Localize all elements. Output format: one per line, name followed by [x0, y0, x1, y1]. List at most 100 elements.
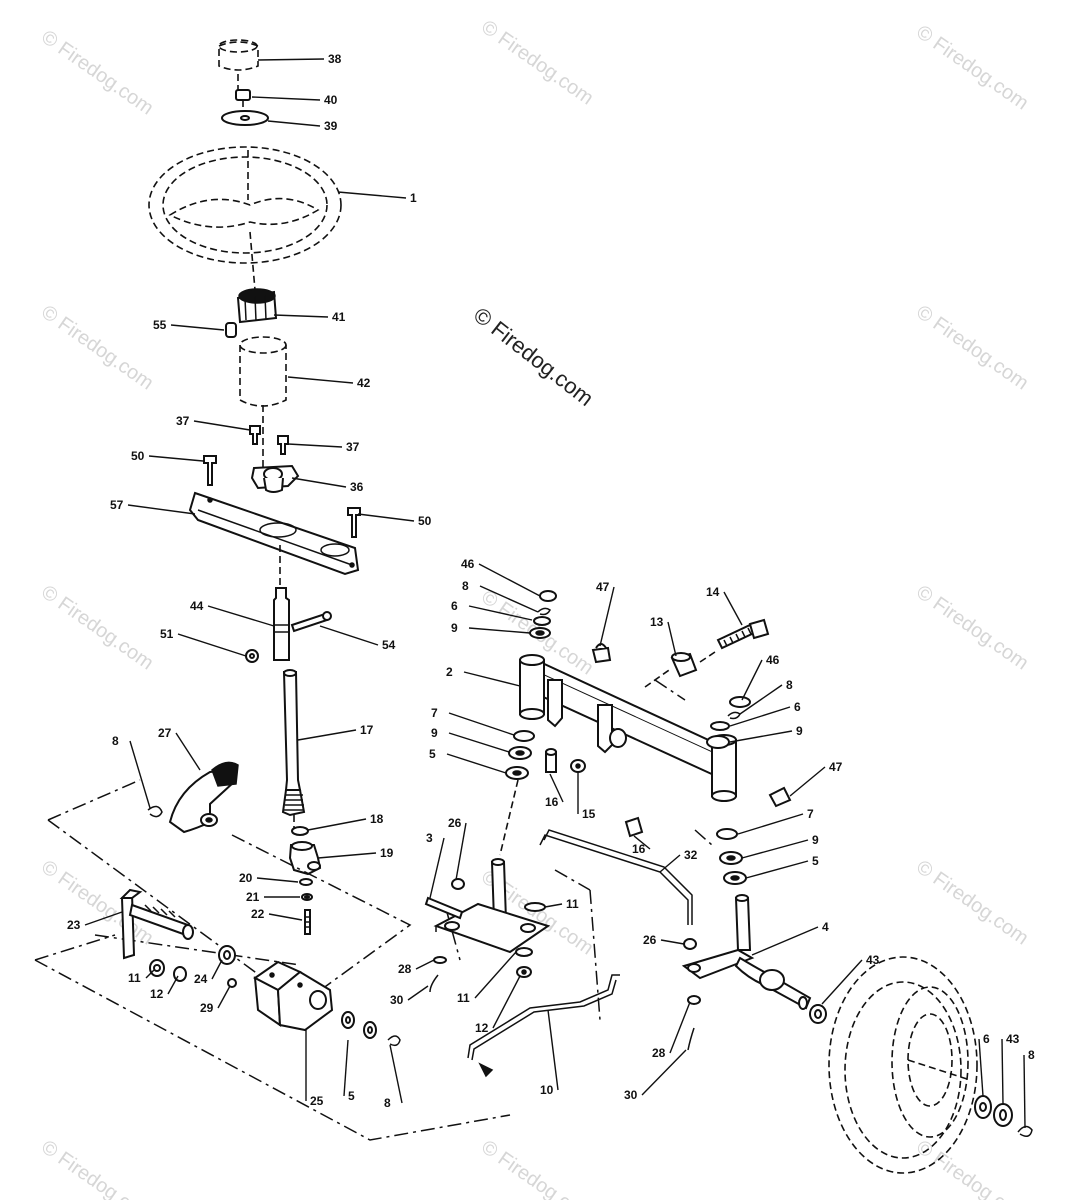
leader-line	[446, 753, 507, 774]
leader-line	[407, 985, 429, 1001]
leader-line	[319, 625, 379, 646]
watermark: © Firedog.com	[912, 581, 1032, 674]
callout-c6a: 6	[451, 599, 458, 613]
callout-c50b: 50	[418, 514, 432, 528]
leader-line	[789, 766, 826, 797]
callout-c4: 4	[822, 920, 829, 934]
callout-c40: 40	[324, 93, 338, 107]
leader-line	[307, 818, 367, 831]
leader-line	[273, 314, 329, 318]
leader-line	[479, 585, 539, 613]
leader-line	[148, 455, 204, 462]
callout-c46b: 46	[766, 653, 780, 667]
leader-line	[474, 951, 517, 999]
watermark: © Firedog.com	[912, 301, 1032, 394]
leader-line	[745, 860, 809, 879]
leader-line	[287, 443, 343, 448]
callout-c37b: 37	[346, 440, 360, 454]
watermark: © Firedog.com	[912, 1136, 1032, 1200]
drag-link	[467, 974, 620, 1078]
callout-c26b: 26	[643, 933, 657, 947]
front-wheel	[828, 956, 1033, 1174]
watermark: © Firedog.com	[37, 26, 157, 119]
leader-line	[193, 420, 251, 431]
callout-c8e: 8	[1028, 1048, 1035, 1062]
callout-c19: 19	[380, 846, 394, 860]
leader-line	[1001, 1038, 1004, 1105]
leader-line	[448, 732, 510, 753]
leader-line	[633, 835, 651, 850]
leader-line	[317, 852, 377, 859]
callout-c12b: 12	[475, 1021, 489, 1035]
left-spindle	[424, 858, 551, 993]
leader-line	[599, 586, 615, 647]
pivot-bar-assembly	[119, 888, 401, 1047]
leader-line	[549, 773, 564, 803]
leader-line	[544, 903, 563, 908]
callout-c8b: 8	[384, 1096, 391, 1110]
steering-shaft	[245, 545, 332, 935]
leader-line	[251, 96, 321, 101]
watermark: © Firedog.com	[37, 301, 157, 394]
callout-c11a: 11	[128, 971, 141, 985]
leader-line	[641, 1049, 687, 1096]
leader-line	[177, 633, 247, 657]
leader-line	[287, 376, 354, 384]
watermark-layer: © Firedog.com © Firedog.com © Firedog.co…	[37, 16, 1032, 1200]
callout-c9a: 9	[451, 621, 458, 635]
steering-support-bracket	[188, 455, 361, 576]
leader-line	[448, 712, 515, 736]
callout-c27: 27	[158, 726, 172, 740]
leader-line	[739, 684, 783, 715]
callout-c47b: 47	[829, 760, 843, 774]
callout-c5b: 5	[429, 747, 436, 761]
leader-line	[207, 605, 275, 627]
leader-line	[257, 58, 325, 61]
leader-line	[337, 191, 407, 199]
leader-line	[737, 813, 804, 835]
leader-line	[741, 839, 809, 859]
callout-c29: 29	[200, 1001, 214, 1015]
callout-c10: 10	[540, 1083, 554, 1097]
leader-line	[729, 706, 791, 727]
callout-c13: 13	[650, 615, 664, 629]
callout-c18: 18	[370, 812, 384, 826]
leader-line	[267, 120, 321, 127]
callout-c46a: 46	[461, 557, 475, 571]
watermark: © Firedog.com	[477, 1136, 597, 1200]
callout-c9d: 9	[812, 833, 819, 847]
callout-c32: 32	[684, 848, 698, 862]
callout-c3: 3	[426, 831, 433, 845]
leader-line	[127, 504, 196, 515]
right-spindle	[681, 894, 827, 1051]
callout-c14: 14	[706, 585, 720, 599]
leader-line	[145, 969, 155, 979]
watermark: © Firedog.com	[912, 856, 1032, 949]
leader-line	[667, 621, 677, 657]
leader-line	[478, 563, 541, 597]
callout-c44: 44	[190, 599, 204, 613]
leader-line	[729, 730, 793, 743]
callout-c12a: 12	[150, 987, 164, 1001]
callout-c16b: 16	[632, 842, 646, 856]
callout-c7b: 7	[807, 807, 814, 821]
leader-line	[84, 911, 123, 926]
callout-c5a: 5	[348, 1089, 355, 1103]
callout-c8c: 8	[462, 579, 469, 593]
leader-line	[170, 324, 225, 331]
leader-line	[463, 671, 521, 687]
callout-c30b: 30	[624, 1088, 638, 1102]
watermark: © Firedog.com	[912, 21, 1032, 114]
leader-line	[343, 1039, 349, 1097]
callout-c23: 23	[67, 918, 81, 932]
callout-c37a: 37	[176, 414, 190, 428]
leader-line	[468, 627, 531, 634]
leader-line	[167, 975, 179, 995]
leader-line	[669, 1001, 691, 1054]
callout-c26a: 26	[448, 816, 462, 830]
leader-line	[660, 939, 685, 945]
leader-line	[751, 926, 819, 956]
callout-c16a: 16	[545, 795, 559, 809]
callout-c25: 25	[310, 1094, 324, 1108]
leader-line	[415, 959, 435, 970]
